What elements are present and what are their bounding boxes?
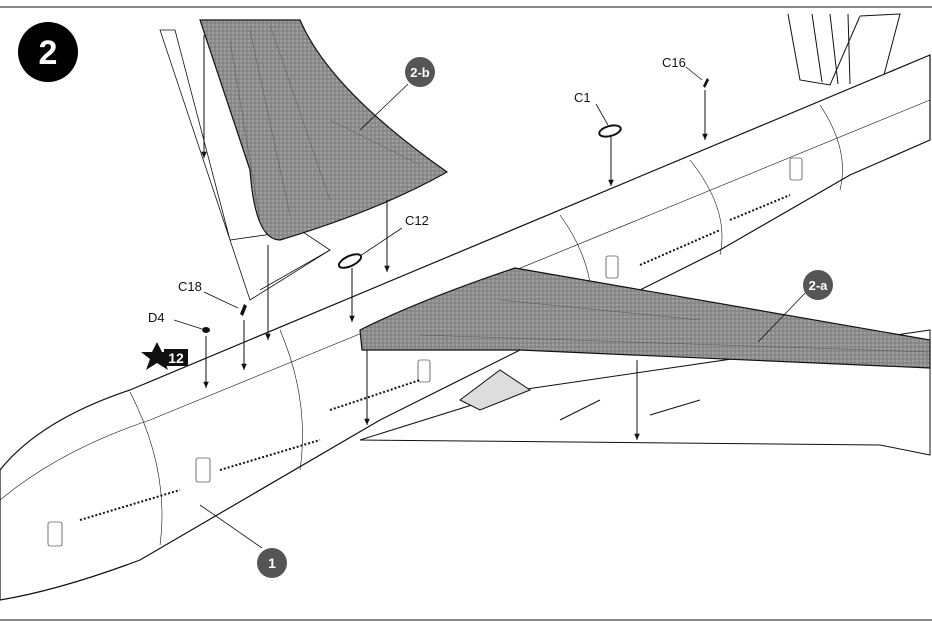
wing-part-2b <box>199 19 449 241</box>
part-label-c1: C1 <box>574 90 591 105</box>
callout-1-label: 1 <box>268 555 276 571</box>
wing-2a-panel-lines <box>419 299 931 353</box>
part-c16-antenna <box>703 78 709 88</box>
part-c12-ring <box>337 253 363 269</box>
callout-2a-label: 2-a <box>809 278 829 293</box>
assembly-arrows <box>201 35 708 440</box>
part-c1-ring <box>598 124 622 138</box>
part-d4 <box>202 327 210 333</box>
callout-2b-label: 2-b <box>410 65 430 80</box>
wing-2b-panel-lines <box>229 24 421 221</box>
part-label-c18: C18 <box>178 279 202 294</box>
callout-badge-2a <box>803 270 833 300</box>
part-label-c16: C16 <box>662 55 686 70</box>
part-c18-antenna <box>240 304 247 316</box>
step-number: 2 <box>39 34 58 72</box>
part-label-c12: C12 <box>405 213 429 228</box>
callout-badge-2b <box>405 57 435 87</box>
step-badge <box>18 22 78 82</box>
star-number: 12 <box>168 350 184 366</box>
part-label-d4: D4 <box>148 310 165 325</box>
fuselage-details <box>0 99 931 547</box>
callout-badge-1 <box>257 548 287 578</box>
leader-lines <box>173 66 809 549</box>
wing-part-2a <box>359 267 931 369</box>
star-number-box <box>164 349 188 366</box>
